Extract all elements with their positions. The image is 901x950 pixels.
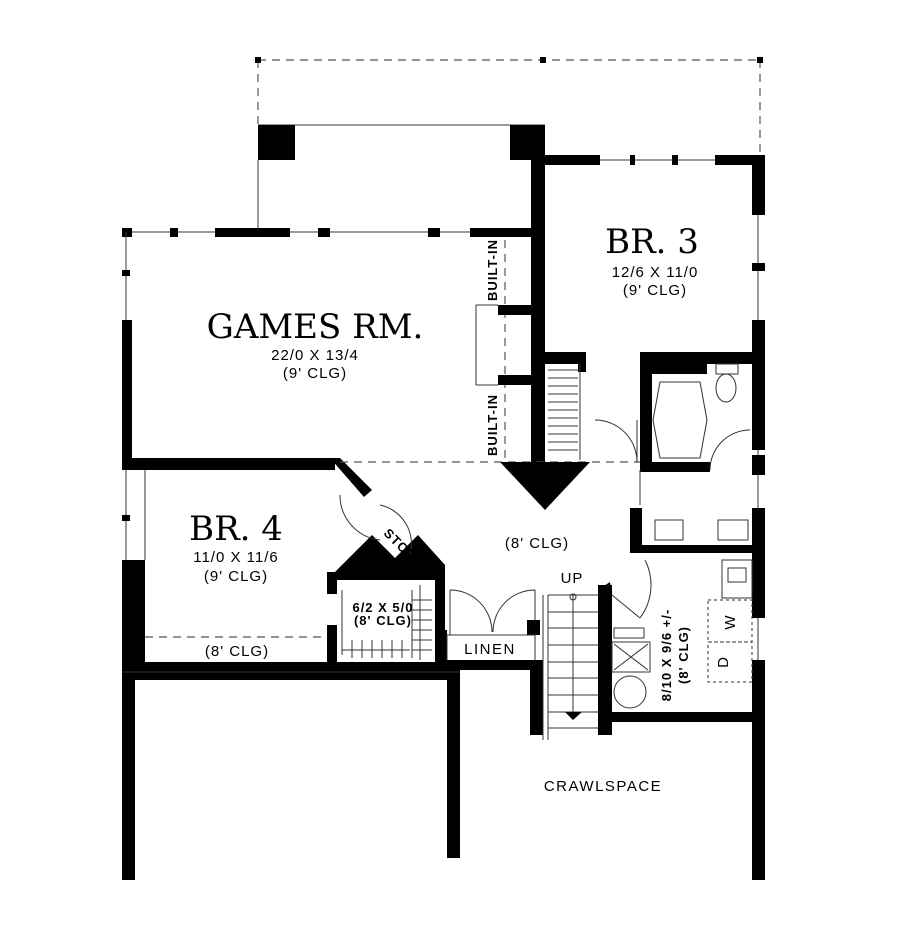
br3-ceiling: (9' CLG) [623, 282, 687, 299]
laundry-size: 8/10 X 9/6 +/- [659, 609, 674, 701]
dryer-label: D [715, 656, 732, 668]
closet-size: 6/2 X 5/0 [352, 600, 413, 615]
shelves [548, 364, 581, 460]
linen-label: LINEN [464, 641, 516, 658]
hall-ceiling: (8' CLG) [505, 535, 569, 552]
porch-post-right [510, 125, 545, 160]
closet-rods [341, 585, 432, 660]
porch-post-left [258, 125, 295, 160]
br3-name: BR. 3 [605, 222, 699, 262]
br3-size: 12/6 X 11/0 [612, 264, 699, 281]
crawlspace-label: CRAWLSPACE [544, 778, 662, 795]
games-room-ceiling: (9' CLG) [283, 365, 347, 382]
walls [122, 155, 765, 880]
closet-ceiling: (8' CLG) [354, 613, 412, 628]
deck-outline [255, 57, 763, 228]
br4-ceiling: (9' CLG) [204, 568, 268, 585]
stair-landing-triangle [500, 462, 590, 510]
br4-closet-ceiling: (8' CLG) [205, 643, 269, 660]
built-in-upper-label: BUILT-IN [485, 239, 500, 301]
bathtub [652, 381, 708, 459]
stair-arrow [565, 712, 582, 720]
stair-up-label: UP [561, 570, 584, 587]
laundry-ceiling: (8' CLG) [676, 626, 691, 684]
toilet [715, 373, 737, 403]
built-in-lower-label: BUILT-IN [485, 394, 500, 456]
washer-label: W [722, 614, 739, 629]
games-room-name: GAMES RM. [207, 307, 424, 347]
br4-size: 11/0 X 11/6 [193, 549, 279, 566]
games-room-size: 22/0 X 13/4 [271, 347, 359, 364]
br4-name: BR. 4 [189, 509, 283, 549]
stor-wall [327, 535, 445, 580]
